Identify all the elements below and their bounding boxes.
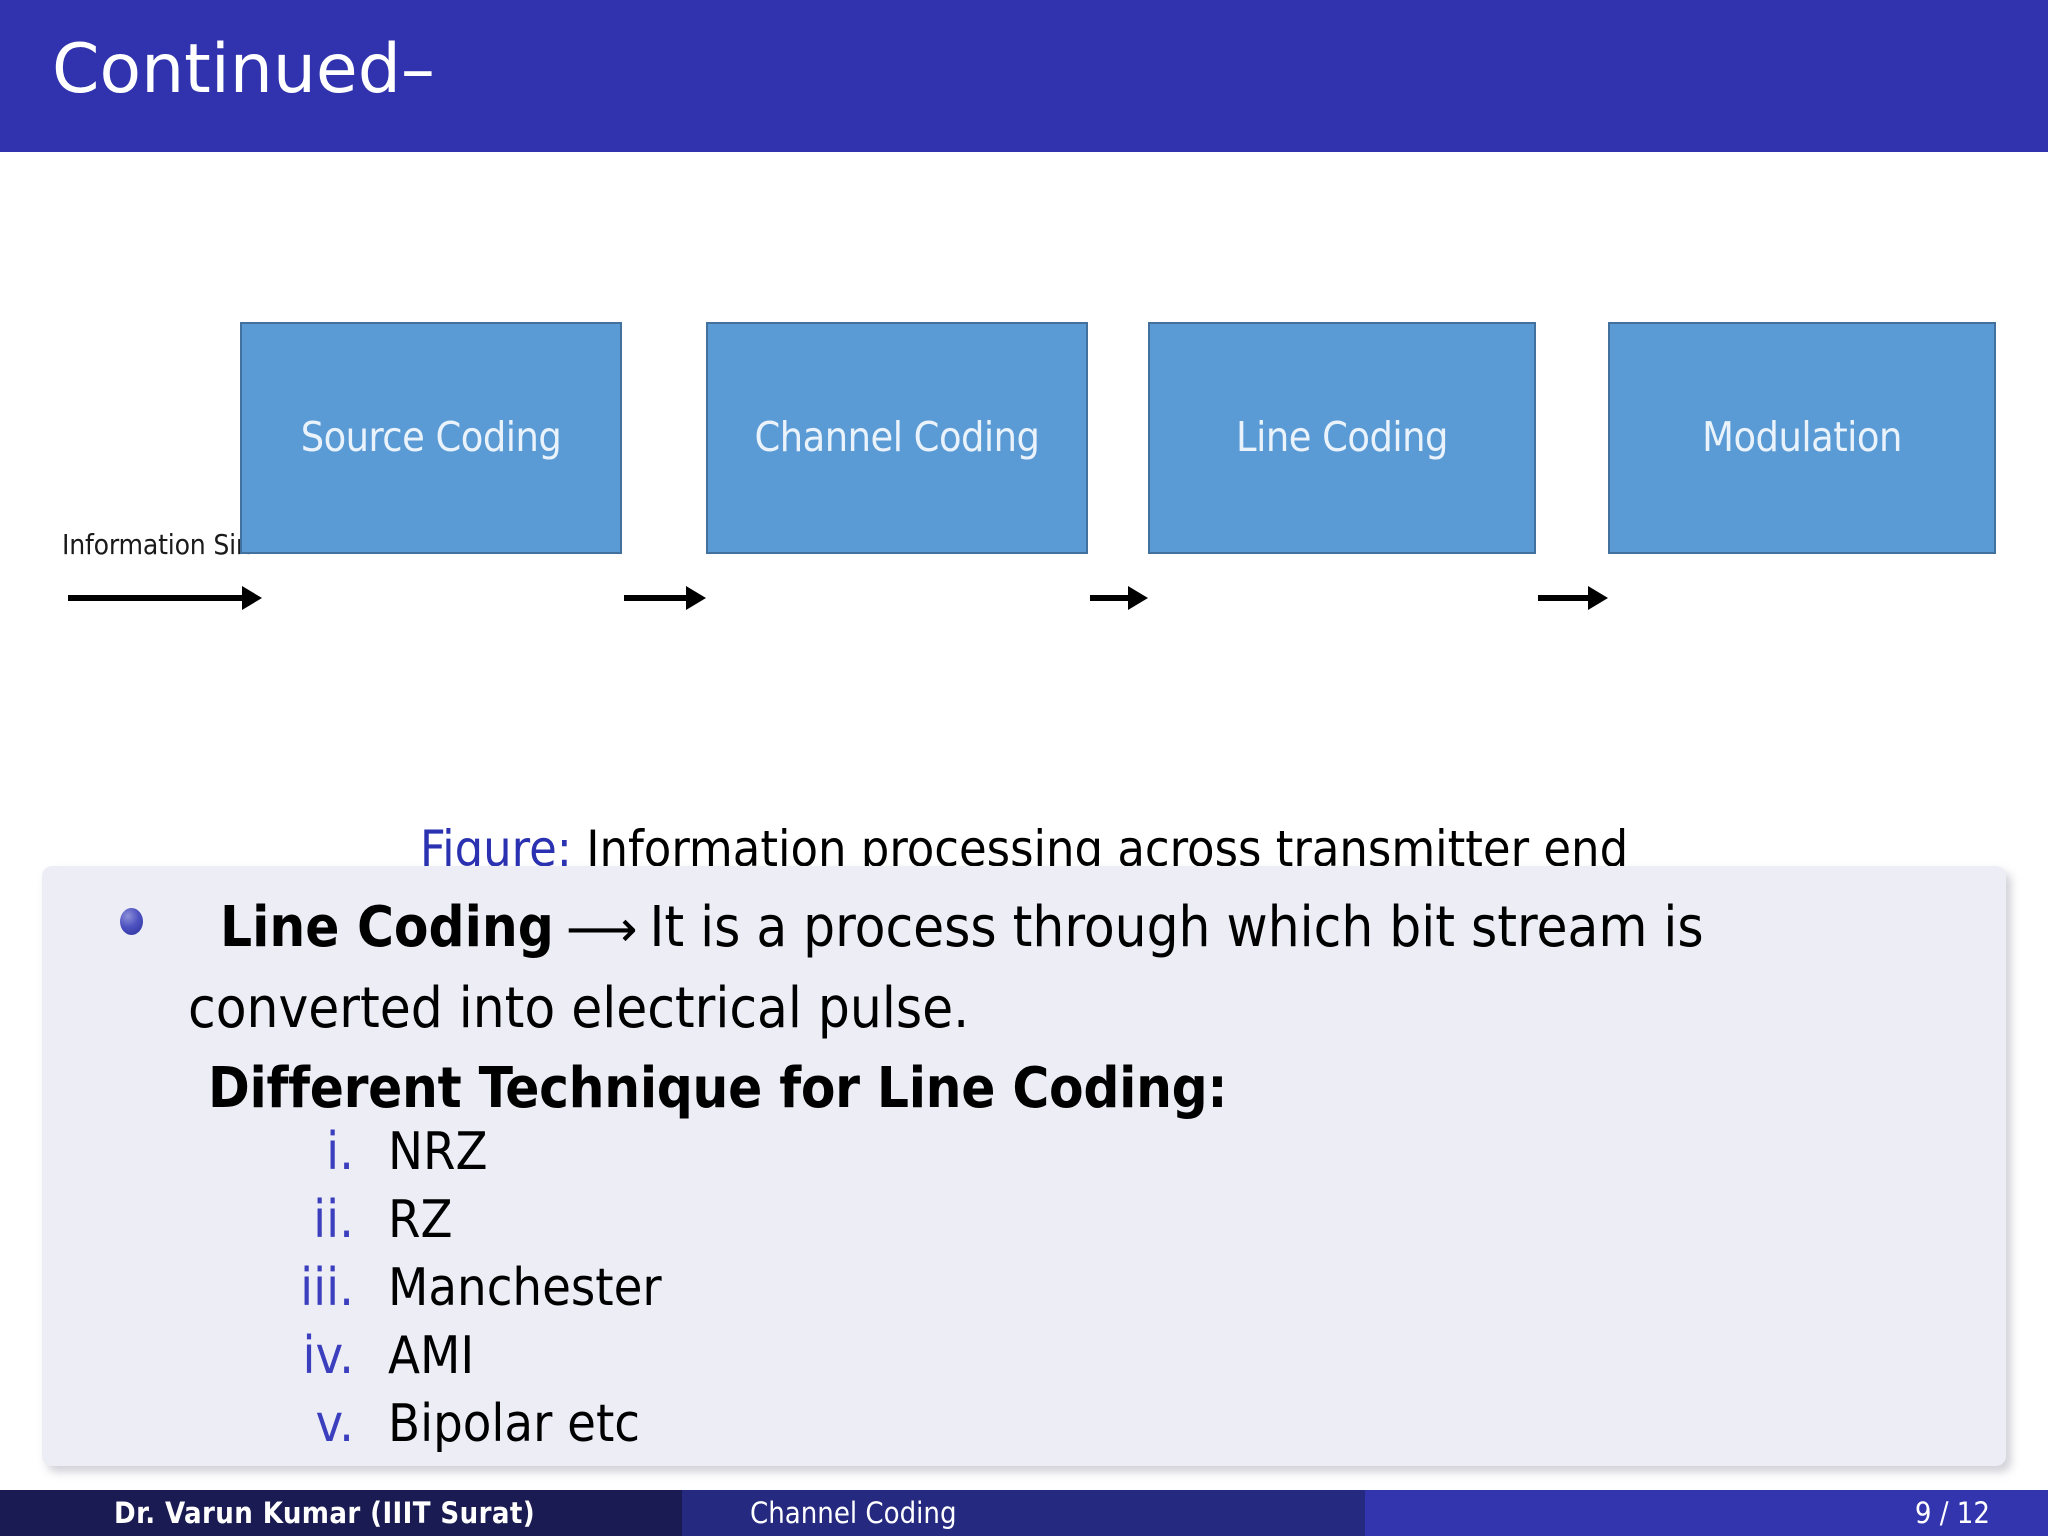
footer-subject: Channel Coding (750, 1496, 957, 1530)
block-diagram: Source Coding Channel Coding Line Coding… (0, 280, 2048, 580)
bullet-body-line1: It is a process through which bit stream… (649, 895, 1704, 960)
diagram-box-channel-coding: Channel Coding (706, 322, 1088, 554)
list-item: v. Bipolar etc (242, 1390, 1542, 1458)
information-sink-label: Information Sink (62, 528, 267, 561)
list-item-numeral: i. (326, 1122, 354, 1182)
bullet-term: Line Coding (220, 895, 554, 960)
list-item-numeral: iv. (302, 1326, 355, 1386)
arrow-channel-to-line (1090, 586, 1148, 610)
diagram-box-line-coding: Line Coding (1148, 322, 1536, 554)
list-item-label: Bipolar etc (388, 1394, 641, 1454)
content-block: Line Coding⟶It is a process through whic… (42, 866, 2006, 1466)
list-item-numeral: iii. (300, 1258, 354, 1318)
bullet-dot-icon (120, 908, 143, 935)
list-item-numeral: v. (315, 1394, 355, 1454)
diagram-box-label: Channel Coding (754, 413, 1041, 462)
figure-container: Information Sink Source Coding Channel C… (0, 160, 2048, 878)
diagram-box-label: Source Coding (300, 413, 562, 462)
slide-header-bar (0, 0, 2048, 152)
arrow-source-to-channel (624, 586, 706, 610)
footer-subject-segment: Channel Coding (682, 1490, 1365, 1536)
footer-page-segment: 9 / 12 (1365, 1490, 2048, 1536)
footer-author-segment: Dr. Varun Kumar (IIIT Surat) (0, 1490, 682, 1536)
diagram-box-source-coding: Source Coding (240, 322, 622, 554)
list-item: i. NRZ (242, 1118, 1542, 1186)
techniques-subheading: Different Technique for Line Coding: (208, 1056, 1228, 1121)
header-divider (0, 152, 2048, 156)
list-item-label: Manchester (388, 1258, 662, 1318)
list-item-label: RZ (388, 1190, 453, 1250)
footer-page-number: 9 / 12 (1914, 1496, 1990, 1530)
list-item: iv. AMI (242, 1322, 1542, 1390)
bullet-body-line2: converted into electrical pulse. (188, 976, 970, 1041)
long-right-arrow-icon: ⟶ (565, 900, 638, 958)
line-coding-technique-list: i. NRZ ii. RZ iii. Manchester iv. AMI v.… (242, 1118, 1542, 1458)
footer-author: Dr. Varun Kumar (IIIT Surat) (114, 1496, 536, 1530)
diagram-box-label: Line Coding (1236, 413, 1448, 462)
list-item-label: NRZ (388, 1122, 488, 1182)
diagram-box-label: Modulation (1702, 413, 1902, 462)
diagram-box-modulation: Modulation (1608, 322, 1996, 554)
list-item-numeral: ii. (313, 1190, 354, 1250)
list-item: iii. Manchester (242, 1254, 1542, 1322)
list-item: ii. RZ (242, 1186, 1542, 1254)
arrow-into-source-coding (68, 586, 262, 610)
bullet-text: Line Coding⟶It is a process through whic… (188, 888, 1860, 1130)
page-title: Continued– (52, 30, 435, 109)
slide-footer: Dr. Varun Kumar (IIIT Surat) Channel Cod… (0, 1490, 2048, 1536)
arrow-line-to-modulation (1538, 586, 1608, 610)
list-item-label: AMI (388, 1326, 475, 1386)
